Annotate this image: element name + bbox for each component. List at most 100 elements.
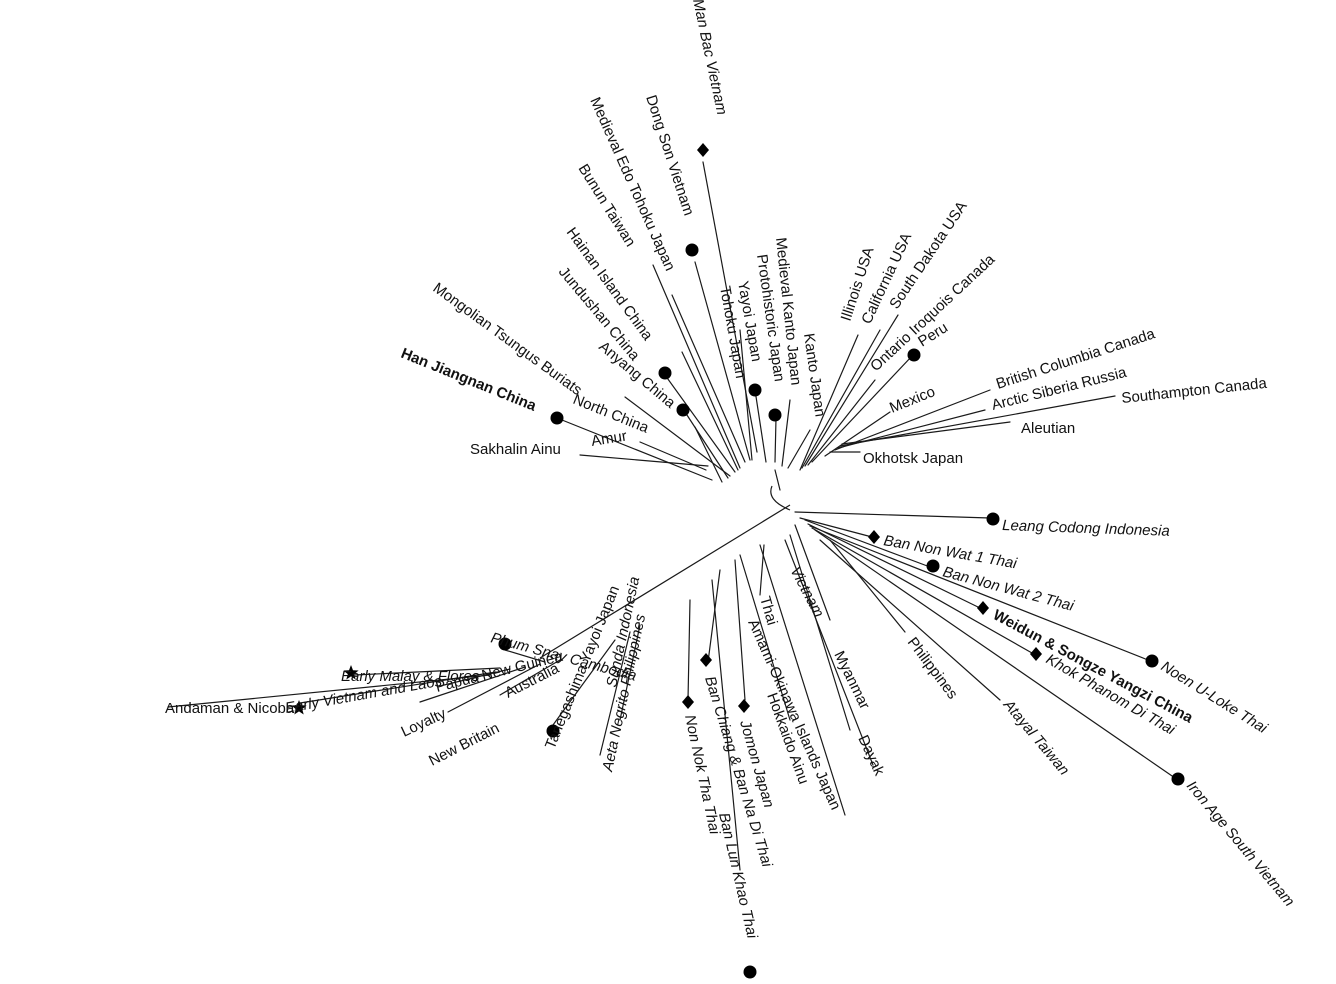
branch-medieval-edo-tohoku-japan [671, 294, 746, 463]
branch-vietnam [794, 524, 831, 621]
leaf-label: New Britain [426, 720, 502, 770]
leaf-label: Vietnam [786, 564, 827, 620]
branch-tohoku-japan [739, 329, 753, 461]
leaf-label: Early Malay & Flores [341, 668, 480, 685]
circle-marker [743, 965, 757, 979]
leaf-andaman-nicobar: Andaman & Nicobar [165, 700, 299, 717]
branch-khok-phanom-di-thai [811, 527, 1033, 654]
circle-marker [685, 243, 699, 257]
branch-hokkaido-ainu [739, 554, 791, 721]
circle-marker [907, 348, 921, 362]
branch-jundushan-china [664, 374, 736, 473]
leaf-label: Amur [590, 428, 628, 450]
leaf-label: Mexico [887, 383, 937, 417]
branch-yayoi-japan [754, 389, 767, 463]
leaf-ban-non-wat-1-thai: Ban Non Wat 1 Thai [868, 530, 1019, 572]
branch-amami-okinawa-islands-japan [759, 544, 846, 816]
leaf-label: Dayak [854, 733, 888, 779]
branch-dong-son-vietnam [694, 261, 751, 461]
star-marker [291, 700, 307, 715]
leaf-label: Southampton Canada [1121, 375, 1269, 407]
branch-california-usa [801, 329, 881, 469]
branch-non-nok-tha-thai [687, 599, 691, 701]
circle-marker [658, 366, 672, 380]
branch-iron-age-south-vietnam [814, 529, 1176, 779]
leaf-loyalty: Loyalty [399, 705, 450, 741]
branch-ban-non-wat-2-thai [804, 519, 931, 568]
branch-aeta-negrito-philippines [619, 624, 641, 721]
branch-thai [759, 544, 765, 596]
circle-marker [748, 383, 762, 397]
branch-sakhalin-ainu [579, 454, 709, 467]
branch-early-malay-flores [354, 667, 501, 676]
branch-phum-snay-cambodia [504, 649, 546, 663]
leaf-label: Leang Codong Indonesia [1002, 517, 1170, 540]
circle-marker [768, 408, 782, 422]
circle-marker [1171, 772, 1185, 786]
branch-myanmar [789, 534, 851, 731]
branch-protohistoric-japan [774, 417, 777, 463]
diamond-marker [1030, 647, 1042, 661]
branch-ban-lun-khao-thai [711, 579, 741, 871]
circle-marker [546, 724, 560, 738]
branch-peru [811, 355, 913, 463]
diamond-marker [977, 601, 989, 615]
tree-branches [167, 161, 1176, 871]
leaf-label: Philippines [904, 634, 961, 702]
circle-marker [926, 559, 940, 573]
branch-loyalty [419, 666, 526, 703]
branch-illinois-usa [799, 334, 859, 471]
branch-weidun-songze-yangzi-china [807, 523, 981, 609]
leaf-okhotsk-japan: Okhotsk Japan [863, 450, 963, 467]
branch-south-dakota-usa [804, 314, 899, 467]
branch-papua-new-guinea [439, 668, 511, 687]
leaf-man-bac-vietnam: Man Bac Vietnam [689, 0, 730, 157]
branch-kanto-japan [787, 429, 811, 469]
leaf-aleutian: Aleutian [1021, 420, 1075, 437]
branch-dayak [784, 539, 874, 766]
branch-anyang-china [684, 411, 729, 479]
branch-philippines [829, 539, 906, 633]
root-arc [539, 485, 791, 659]
leaf-label: Non Nok Tha Thai [681, 713, 723, 836]
leaf-label: Sakhalin Ainu [470, 441, 561, 458]
leaf-label: Loyalty [399, 705, 450, 741]
leaf-label: Dong Son Vietnam [642, 93, 697, 218]
diamond-marker [738, 699, 750, 713]
branch-australia [499, 659, 561, 696]
circle-marker [1145, 654, 1159, 668]
branch-man-bac-vietnam [702, 161, 758, 453]
branch-bunun-taiwan [652, 264, 741, 469]
diamond-marker [697, 143, 709, 157]
branch-new-britain [447, 663, 541, 713]
leaf-label: Atayal Taiwan [999, 696, 1072, 779]
branch-ban-chiang-ban-na-di-thai [707, 569, 721, 663]
branch-jomon-japan [734, 559, 746, 701]
leaf-leang-codong-indonesia: Leang Codong Indonesia [986, 512, 1170, 540]
diamond-marker [700, 653, 712, 667]
leaf-early-malay-flores: Early Malay & Flores [341, 665, 480, 685]
branch-ontario-iroquois-canada [807, 379, 876, 466]
branch-mexico [824, 411, 891, 457]
leaf-label: Man Bac Vietnam [689, 0, 730, 116]
circle-marker [550, 411, 564, 425]
branch-andaman-nicobar [167, 674, 491, 708]
branch-tanegashima-yayoi-japan [552, 639, 616, 726]
leaf-vietnam: Vietnam [786, 564, 827, 620]
leaf-mexico: Mexico [887, 383, 937, 417]
branch-north-china [694, 426, 723, 483]
star-marker [343, 665, 359, 680]
branch-british-columbia-canada [834, 389, 991, 451]
leaf-sakhalin-ainu: Sakhalin Ainu [470, 441, 561, 458]
diamond-marker [682, 695, 694, 709]
diamond-marker [868, 530, 880, 544]
leaf-myanmar: Myanmar [830, 648, 873, 712]
branch-noen-u-loke-thai [809, 525, 1149, 661]
leaf-new-britain: New Britain [426, 720, 502, 770]
branch-ban-non-wat-1-thai [799, 517, 873, 538]
leaf-iron-age-south-vietnam: Iron Age South Vietnam [1171, 772, 1298, 910]
branch-medieval-kanto-japan [781, 399, 791, 467]
branch-atayal-taiwan [819, 539, 1001, 701]
